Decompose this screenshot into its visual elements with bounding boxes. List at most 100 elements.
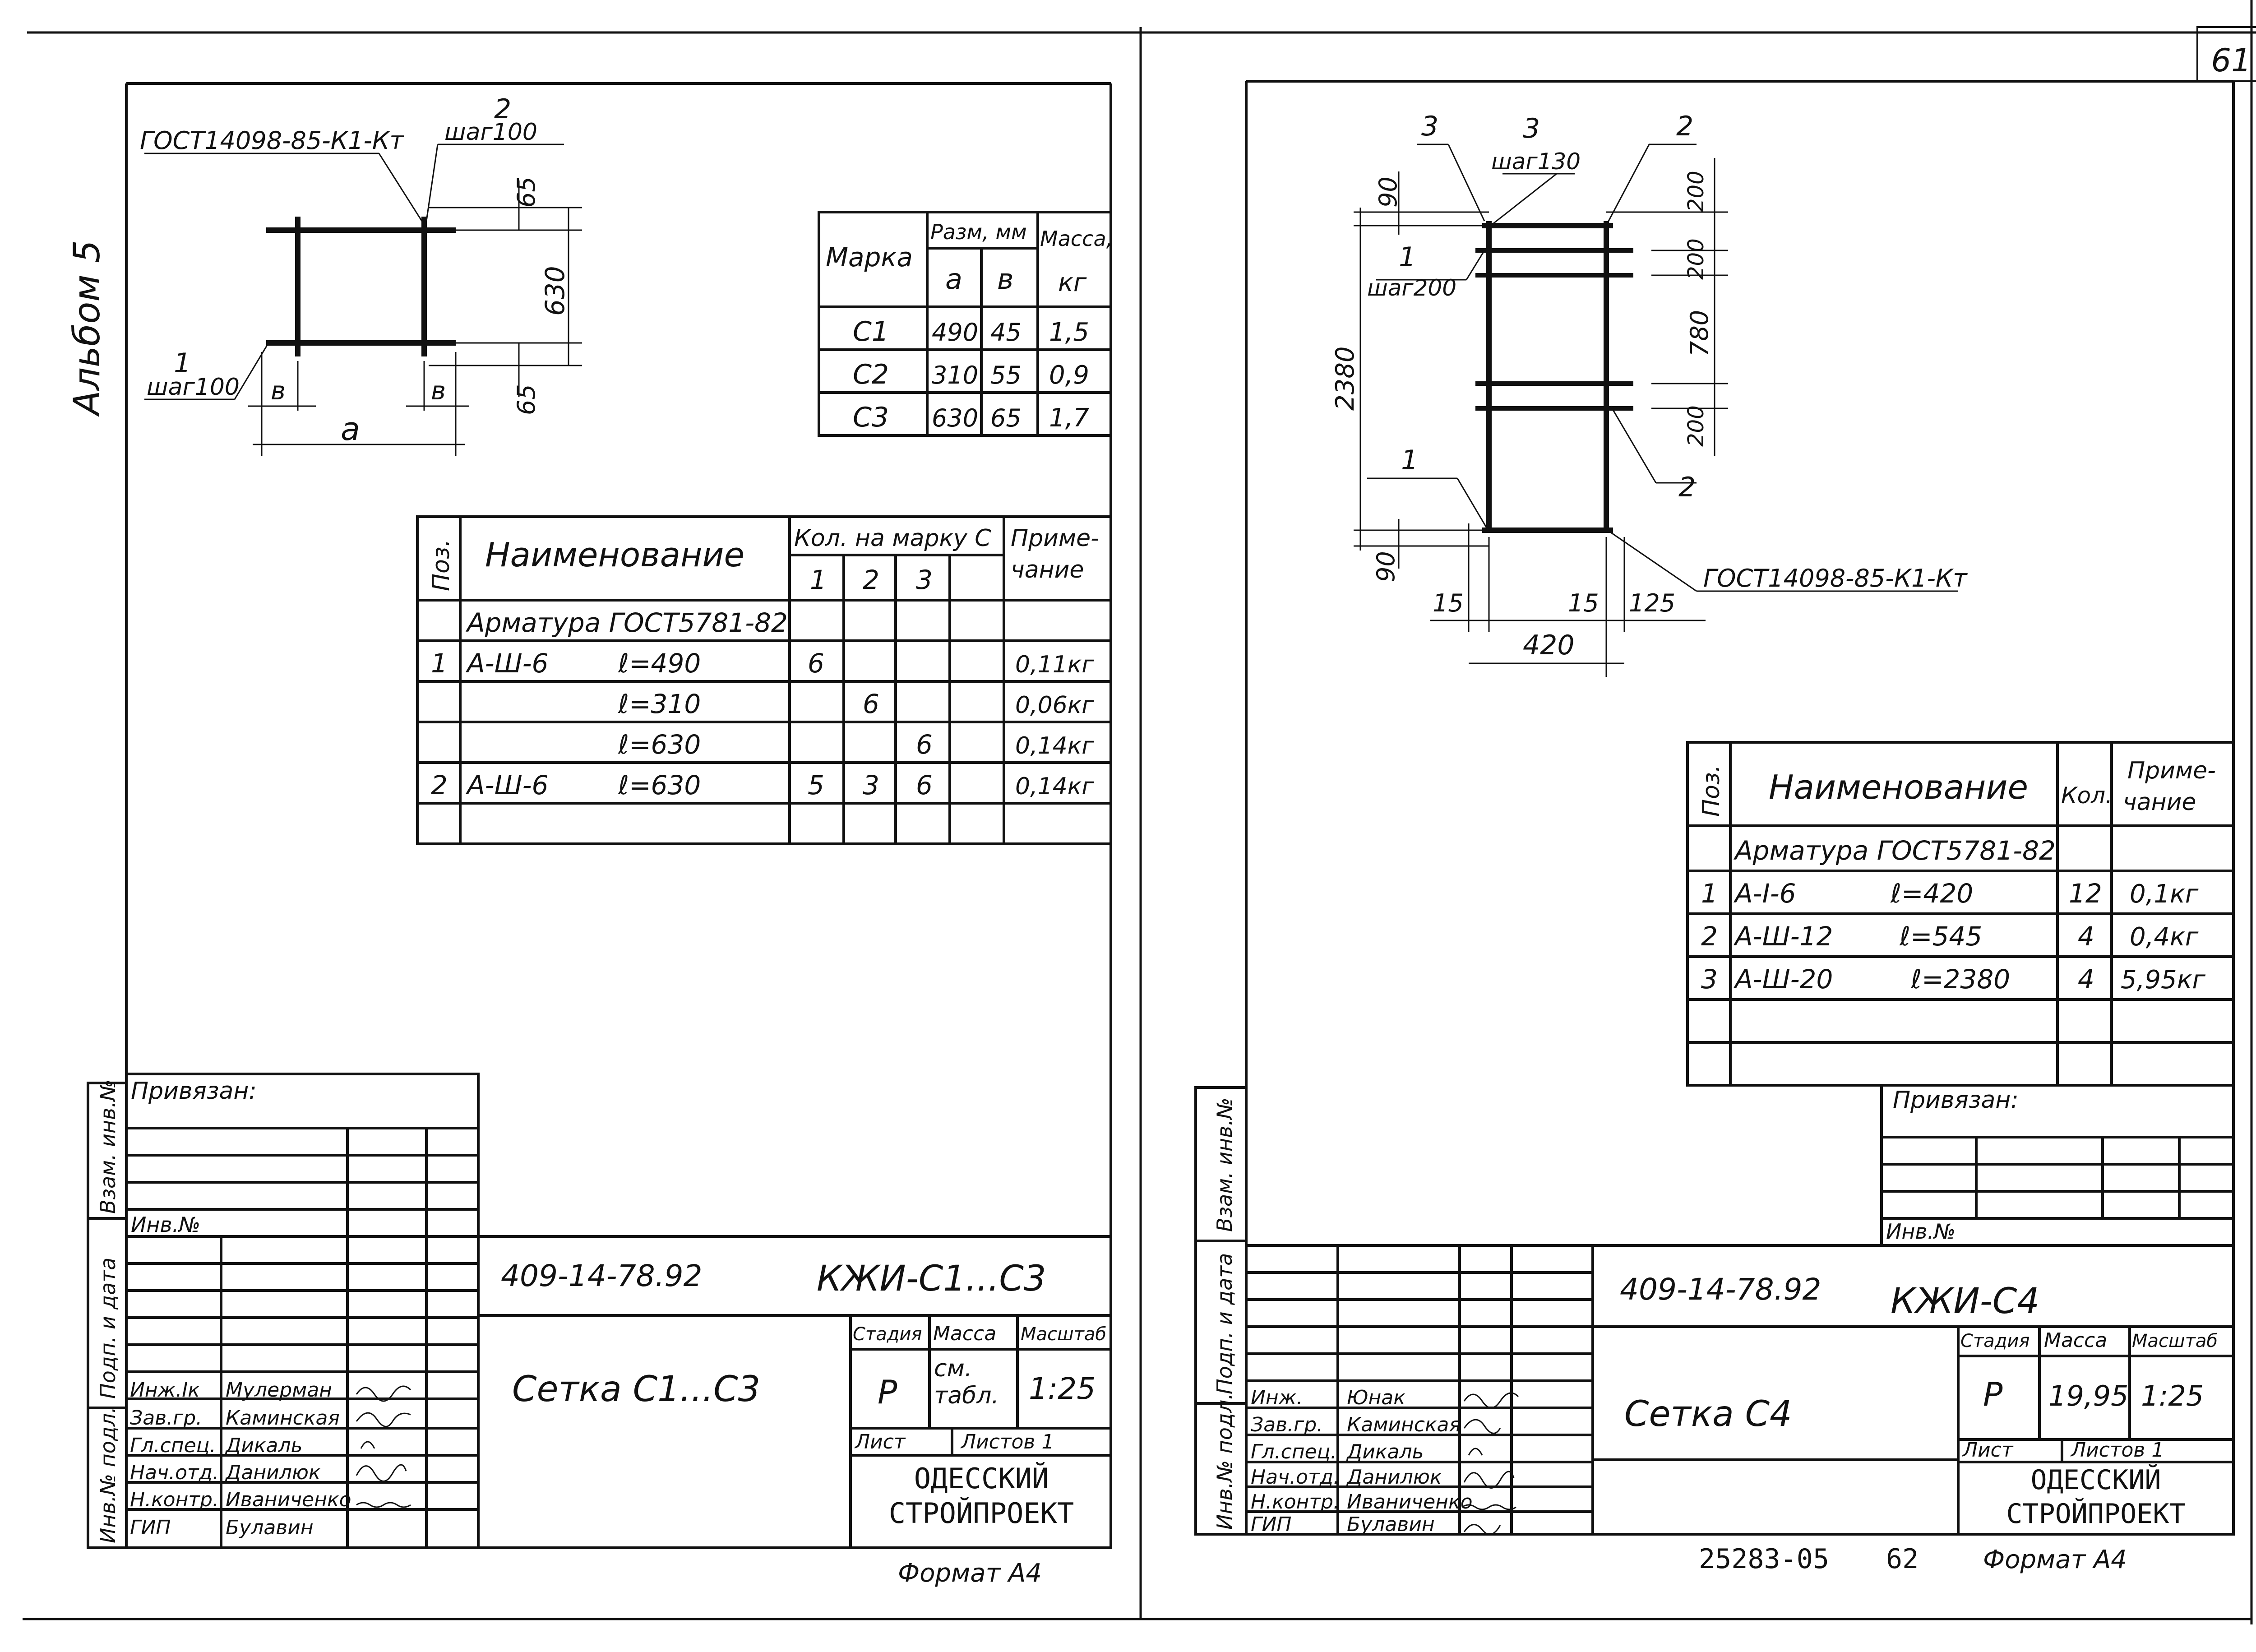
mass-right: 19,95 [2048,1379,2129,1412]
side-stamp-right-vzam: Взам. инв.№ [1212,1097,1237,1232]
doc-code-right: 409-14-78.92 [1620,1272,1821,1307]
spec-right-r2-pos: 2 [1701,921,1718,952]
marks-header-mass: Масса, [1040,227,1113,251]
dim-420: 420 [1523,629,1575,661]
person-role-left-6: ГИП [130,1516,171,1539]
side-stamp-right-inv: Инв.№ подл. [1212,1393,1237,1530]
dim-200-c: 200 [1683,405,1709,447]
privyazan-block-left [125,1073,480,1549]
person-name-right-3: Дикаль [1346,1440,1424,1463]
callout-1-step-right: шаг200 [1367,275,1456,301]
spec-right-r3-pos: 3 [1701,964,1718,995]
spec-right-r2-length: ℓ=545 [1899,921,1982,952]
spec-left-header-note-1: Приме- [1011,525,1099,552]
marks-row-c2-b: 55 [990,361,1022,389]
marks-row-c1-b: 45 [990,318,1022,347]
marks-header-kg: кг [1058,268,1087,297]
spec-right-r2-note: 0,4кг [2130,922,2199,952]
spec-right-r1-pos: 1 [1701,878,1718,909]
person-role-left-5: Н.контр. [130,1488,219,1511]
dim-630: 630 [540,266,570,316]
callout-1-number-right: 1 [1399,241,1416,273]
sheet-code-left: КЖИ-С1...С3 [817,1259,1046,1299]
person-name-left-6: Булавин [226,1516,314,1539]
callout-gost-weld: ГОСТ14098-85-К1-Кт [140,126,404,155]
stage-right: Р [1983,1375,2003,1413]
person-role-left-1: Инж.Iк [130,1379,200,1402]
callout-2-step: шаг100 [444,119,537,146]
side-stamp-right-podp: Подп. и дата [1212,1253,1237,1394]
person-name-left-2: Каминская [226,1407,340,1430]
spec-right-r3-qty: 4 [2078,964,2094,995]
inv-no-right: Инв.№ [1886,1219,1956,1244]
spec-left-r2-length: ℓ=310 [618,689,701,719]
side-stamp-left-inv: Инв.№ подл. [96,1407,120,1543]
stage-header-right: Стадия [1960,1331,2029,1351]
spec-left-r4-q3: 6 [916,770,933,801]
marks-header-b: в [997,263,1014,296]
person-role-right-6: ГИП [1251,1513,1292,1536]
org-right-2: СТРОЙПРОЕКТ [2006,1497,2185,1530]
people-right: Инж. Юнак Зав.гр. Каминская Гл.спец. Дик… [1251,1386,1473,1536]
spec-left-r3-length: ℓ=630 [618,729,701,760]
marks-row-c2-a: 310 [932,361,978,389]
callout-3a-number: 3 [1421,111,1438,142]
spec-left-r1-note: 0,11кг [1015,651,1094,678]
marks-row-c3-b: 65 [990,404,1022,432]
privyazan-left: Привязан: [131,1078,257,1105]
spec-left-r2-note: 0,06кг [1015,692,1094,719]
person-role-right-4: Нач.отд. [1251,1466,1340,1489]
spec-left-header-note-2: чание [1011,556,1084,583]
person-role-right-5: Н.контр. [1251,1490,1340,1513]
callout-3b-step: шаг130 [1491,148,1581,175]
callout-3b-number: 3 [1523,113,1540,144]
scale-header-left: Масштаб [1021,1324,1106,1345]
spec-left-r4-q2: 3 [863,770,879,801]
spec-left-r3-note: 0,14кг [1015,732,1094,759]
person-name-left-4: Данилюк [225,1461,321,1484]
left-sheet: Альбом 5 [66,82,1113,1588]
spec-left-r1-length: ℓ=490 [618,648,701,679]
marks-table [818,211,1112,437]
callout-gost-weld-right: ГОСТ14098-85-К1-Кт [1703,564,1968,592]
album-label: Альбом 5 [66,240,108,417]
marks-row-c3-mark: С3 [853,402,889,433]
marks-row-c1-mass: 1,5 [1049,318,1089,347]
person-role-right-2: Зав.гр. [1251,1413,1323,1436]
spec-left-header-pos: Поз. [428,539,455,591]
privyazan-block-right [1880,1084,2235,1247]
person-role-right-1: Инж. [1251,1386,1303,1409]
spec-left-header-name: Наименование [485,536,744,574]
dim-2380: 2380 [1331,346,1360,411]
dim-90-bottom: 90 [1372,551,1400,582]
spec-right-header-name: Наименование [1769,768,2028,807]
marks-row-c2-mass: 0,9 [1049,361,1089,390]
scale-right: 1:25 [2141,1379,2204,1412]
spec-left-r1-q1: 6 [808,648,824,679]
spec-left-sub-3: 3 [916,565,933,595]
callout-1-step: шаг100 [147,374,240,401]
signatures-left [356,1385,411,1508]
spec-left-sub-1: 1 [810,565,827,595]
spec-right-header-pos: Поз. [1698,765,1725,817]
side-stamp-left-podp: Подп. и дата [96,1258,120,1399]
person-role-left-3: Гл.спец. [130,1434,216,1457]
title-block-left [477,1235,1112,1549]
dim-200-b: 200 [1683,238,1709,280]
person-name-right-5: Иваниченко [1347,1490,1473,1513]
right-sheet: 3 3 шаг130 2 1 шаг200 1 2 90 200 200 780… [1194,80,2235,1575]
side-stamp-left-vzam: Взам. инв.№ [96,1079,120,1214]
dim-15-left: 15 [1433,589,1464,617]
spec-left-r4-name: А-Ш-6 [465,770,548,801]
mass-left-1: см. [934,1355,972,1382]
title-block-right [1245,1244,2235,1536]
mass-header-left: Масса [933,1322,996,1345]
mesh-drawing-c1-c3 [144,143,582,456]
callout-2b-number: 2 [1678,472,1696,503]
spec-right-r3-length: ℓ=2380 [1910,964,2010,995]
dim-200-a: 200 [1683,171,1709,212]
spec-left-rows: 1 А-Ш-6 ℓ=490 6 0,11кг ℓ=310 6 0,06кг ℓ=… [431,648,1094,801]
drawing-title-right: Сетка С4 [1624,1394,1792,1435]
spec-left-r2-q2: 6 [863,689,879,719]
